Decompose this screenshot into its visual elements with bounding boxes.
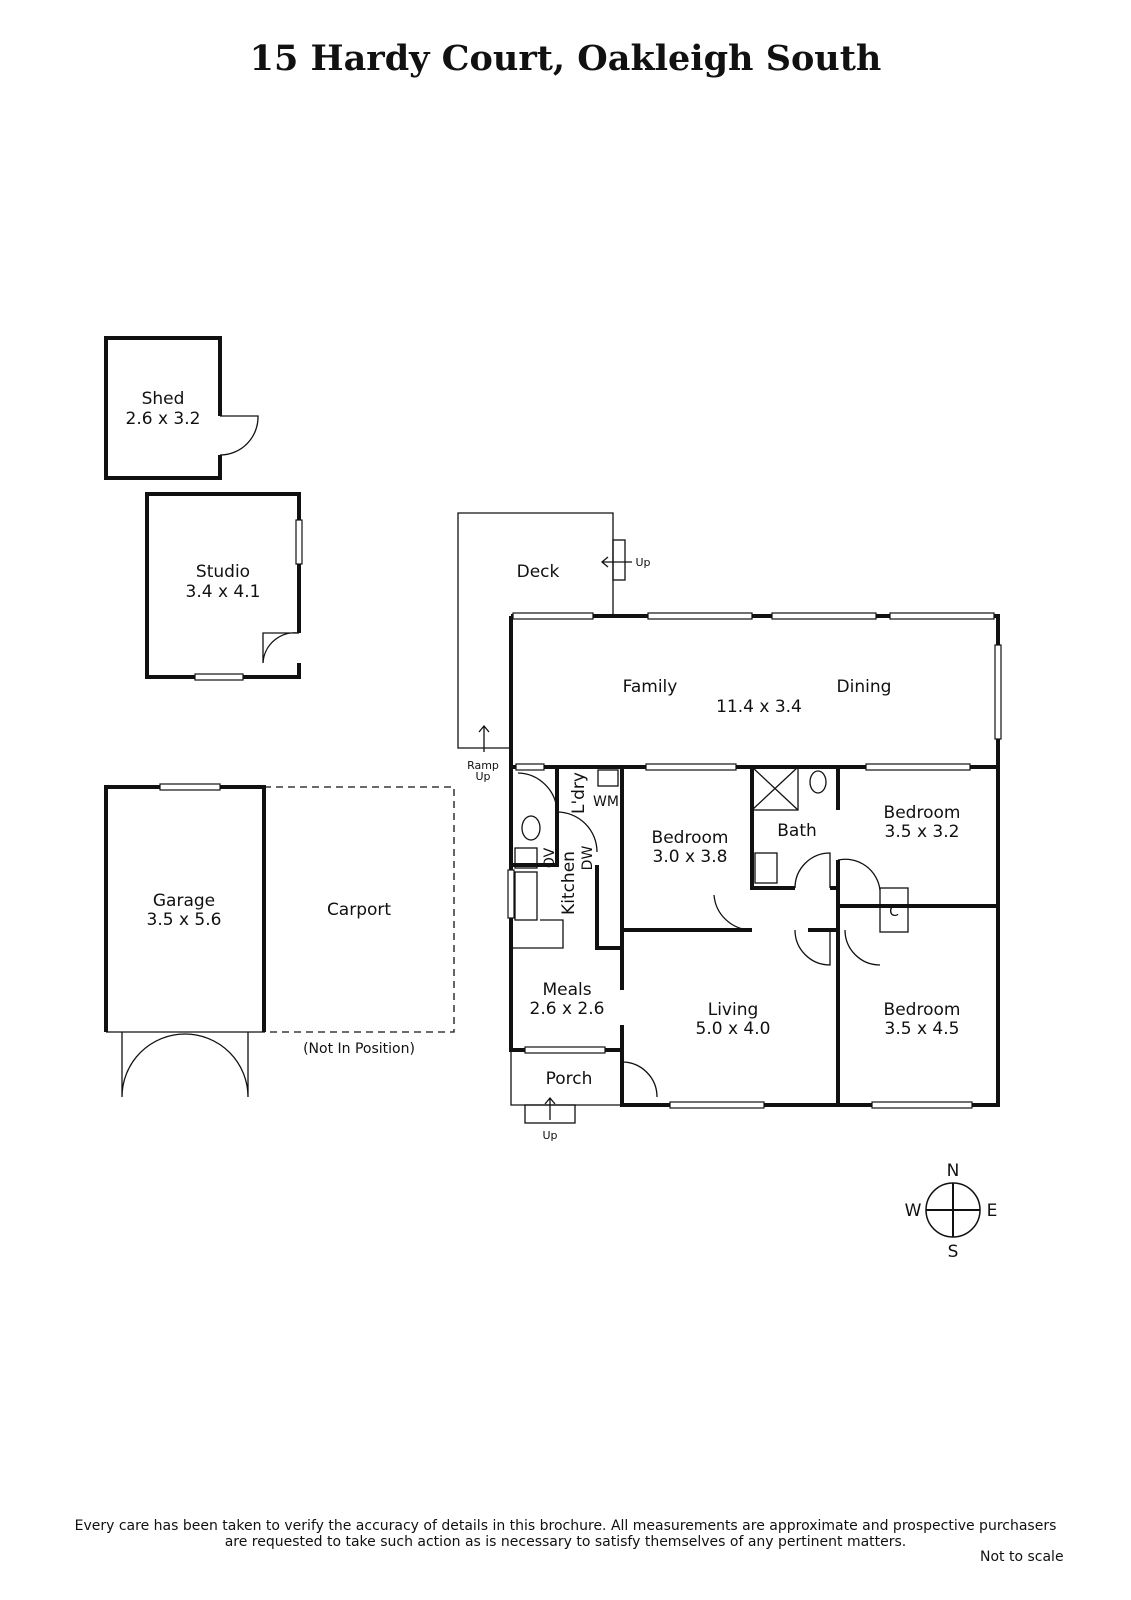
disclaimer-line1: Every care has been taken to verify the … (74, 1518, 1057, 1534)
compass-icon: N S E W (905, 1161, 998, 1262)
bedroom1-size: 3.0 x 3.8 (653, 847, 728, 867)
house: C Up (507, 612, 1002, 1142)
disclaimer-line2: are requested to take such action as is … (224, 1534, 907, 1550)
dw-label: DW (580, 846, 596, 871)
wm-label: WM (593, 794, 619, 810)
shed-size: 2.6 x 3.2 (126, 409, 201, 429)
dining-label: Dining (837, 677, 892, 697)
carport-label: Carport (327, 900, 391, 920)
bedroom3-size: 3.5 x 4.5 (885, 1019, 960, 1039)
shed: Shed 2.6 x 3.2 (104, 336, 259, 480)
compass-n: N (947, 1161, 960, 1181)
bedroom3-label: Bedroom (884, 1000, 961, 1020)
carport-note: (Not In Position) (303, 1041, 415, 1057)
porch-label: Porch (546, 1069, 593, 1089)
studio: Studio 3.4 x 4.1 (145, 492, 303, 681)
page-title: 15 Hardy Court, Oakleigh South (249, 38, 882, 79)
family-dining-size: 11.4 x 3.4 (716, 697, 802, 717)
family-label: Family (623, 677, 678, 697)
bedroom1-label: Bedroom (652, 828, 729, 848)
deck-up: Up (635, 556, 650, 569)
closet-label: C (889, 904, 899, 920)
living-size: 5.0 x 4.0 (696, 1019, 771, 1039)
porch-up: Up (542, 1129, 557, 1142)
meals-label: Meals (542, 980, 591, 1000)
deck-label: Deck (517, 562, 560, 582)
garage-label: Garage (153, 891, 215, 911)
disclaimer: Every care has been taken to verify the … (0, 1518, 1131, 1550)
not-to-scale: Not to scale (980, 1549, 1064, 1565)
ov-label: OV (542, 847, 558, 868)
ramp-up: Up (475, 770, 490, 783)
studio-label: Studio (196, 562, 250, 582)
laundry-label: L'dry (569, 772, 589, 814)
carport: Carport (Not In Position) (264, 786, 455, 1057)
compass-e: E (987, 1201, 998, 1221)
deck: Up Deck Ramp Up (457, 512, 651, 783)
bedroom2-size: 3.5 x 3.2 (885, 822, 960, 842)
ramp-label: Ramp (467, 759, 499, 772)
meals-size: 2.6 x 2.6 (530, 999, 605, 1019)
shed-label: Shed (142, 389, 185, 409)
kitchen-label: Kitchen (559, 851, 579, 915)
living-label: Living (708, 1000, 759, 1020)
garage: Garage 3.5 x 5.6 (104, 783, 266, 1098)
bath-label: Bath (777, 821, 817, 841)
bedroom2-label: Bedroom (884, 803, 961, 823)
compass-w: W (905, 1201, 922, 1221)
studio-size: 3.4 x 4.1 (186, 582, 261, 602)
garage-size: 3.5 x 5.6 (147, 910, 222, 930)
compass-s: S (948, 1242, 959, 1262)
